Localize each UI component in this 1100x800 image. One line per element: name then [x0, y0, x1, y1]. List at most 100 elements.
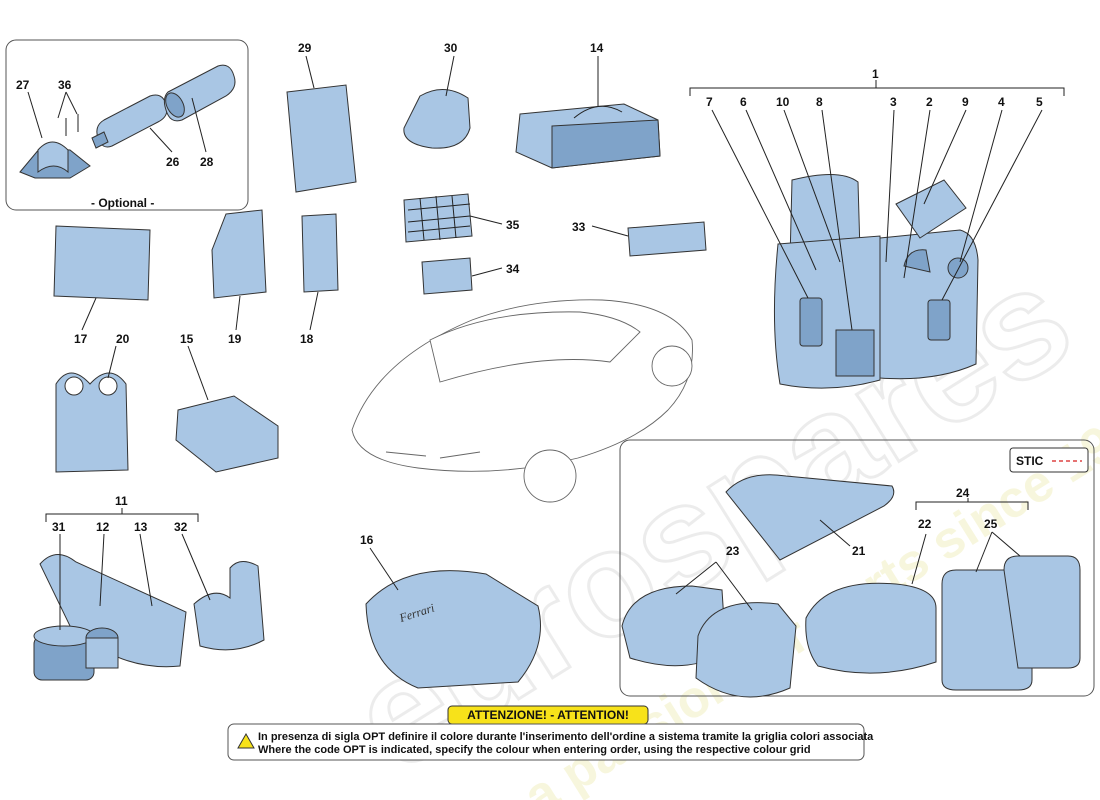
fire-extinguisher: [91, 94, 168, 149]
callout-11: 11: [115, 494, 128, 508]
leader-5: [941, 109, 1043, 301]
callout-22: 24: [956, 486, 970, 500]
car-outline: [351, 299, 693, 503]
label-sheet: [55, 372, 129, 473]
callout-29: 29: [298, 41, 312, 55]
leader-13: [139, 533, 153, 607]
cover-pouch: [403, 89, 471, 149]
manual-booklet: [286, 84, 357, 193]
luggage-set-box: [619, 439, 1095, 697]
leader-9: [923, 109, 967, 205]
callout-6: 6: [740, 95, 747, 109]
leader-15: [187, 345, 209, 401]
leader-18: [309, 291, 319, 331]
leader-33: [591, 225, 629, 237]
leader-16: [369, 547, 399, 591]
leader-29: [305, 55, 315, 89]
trolley-case-b: [1003, 555, 1081, 669]
callout-1: 1: [872, 67, 879, 81]
warning-line-it: In presenza di sigla OPT definire il col…: [258, 731, 874, 743]
ferrari-duffel-bag: Ferrari: [365, 570, 541, 689]
extinguisher-cover: [163, 64, 236, 122]
callout-32: 32: [174, 520, 188, 534]
leader-8: [821, 109, 853, 331]
leader-32: [181, 533, 211, 601]
callout-25: 23: [726, 544, 740, 558]
leader-35: [469, 215, 503, 225]
callout-36: 36: [58, 78, 72, 92]
leader-36b: [65, 91, 78, 115]
fire-extinguisher-bracket: [19, 141, 91, 179]
callout-14: 14: [590, 41, 604, 55]
leader-4: [959, 109, 1003, 263]
callout-10: 10: [776, 95, 790, 109]
leader-6: [745, 109, 817, 271]
leader-23b: [991, 531, 1021, 557]
luggage-net: [403, 193, 473, 243]
bracket-22: [915, 501, 1029, 510]
tool-bag: [773, 173, 979, 389]
cover-sleeve: [211, 209, 267, 299]
warning-banner: ATTENZIONE! - ATTENTION! In presenza di …: [227, 705, 874, 761]
callout-7: 7: [706, 95, 713, 109]
callout-34: 34: [506, 262, 520, 276]
leader-25b: [715, 561, 753, 611]
leader-28: [191, 97, 207, 153]
callout-31: 31: [52, 520, 66, 534]
callout-26: 26: [166, 155, 180, 169]
warning-triangle-icon: [237, 732, 255, 749]
leader-26: [149, 127, 173, 153]
warning-line-en: Where the code OPT is indicated, specify…: [258, 744, 811, 756]
callout-28: 28: [200, 155, 214, 169]
callout-2: 2: [926, 95, 933, 109]
callout-23: 25: [984, 517, 998, 531]
weekend-bag-b: [695, 602, 797, 698]
callout-30: 30: [444, 41, 458, 55]
car-cover-folded: [175, 395, 279, 473]
leader-19: [235, 295, 241, 331]
warning-note-box: [227, 723, 865, 761]
callout-15: 15: [180, 332, 194, 346]
callout-4: 4: [998, 95, 1005, 109]
callout-17: 17: [74, 332, 88, 346]
large-holdall: [805, 582, 937, 674]
optional-label: - Optional -: [91, 196, 154, 210]
leader-24: [911, 533, 927, 585]
instruction-card: [301, 213, 339, 293]
callout-19: 19: [228, 332, 242, 346]
leader-3: [885, 109, 895, 263]
leader-21: [819, 519, 851, 547]
callout-35: 35: [506, 218, 520, 232]
callout-20: 20: [116, 332, 130, 346]
callout-8: 8: [816, 95, 823, 109]
stic-legend: STIC: [1009, 447, 1089, 473]
leader-7: [711, 109, 809, 299]
optional-group-box: [5, 39, 249, 211]
callout-5: 5: [1036, 95, 1043, 109]
leader-20: [107, 345, 117, 379]
leader-36a: [57, 91, 67, 119]
callout-27: 27: [16, 78, 30, 92]
leader-34: [471, 267, 503, 277]
stic-label: STIC: [1016, 454, 1044, 468]
callout-12: 12: [96, 520, 110, 534]
leader-10: [783, 109, 841, 263]
tyre-kit-case: [33, 554, 265, 681]
leader-25a: [675, 561, 717, 595]
callout-33: 33: [572, 220, 586, 234]
document-folder: [53, 225, 151, 301]
callout-13: 13: [134, 520, 148, 534]
callout-24: 22: [918, 517, 932, 531]
leader-17: [81, 297, 97, 331]
callout-9: 9: [962, 95, 969, 109]
leader-23a: [975, 531, 993, 573]
leader-27: [27, 91, 43, 139]
callout-16: 16: [360, 533, 374, 547]
leader-2: [903, 109, 931, 279]
soft-bag: [515, 103, 661, 169]
bracket-1: [689, 87, 1065, 96]
small-box: [421, 257, 473, 295]
leader-30: [445, 55, 455, 97]
garment-bag: [725, 474, 895, 561]
